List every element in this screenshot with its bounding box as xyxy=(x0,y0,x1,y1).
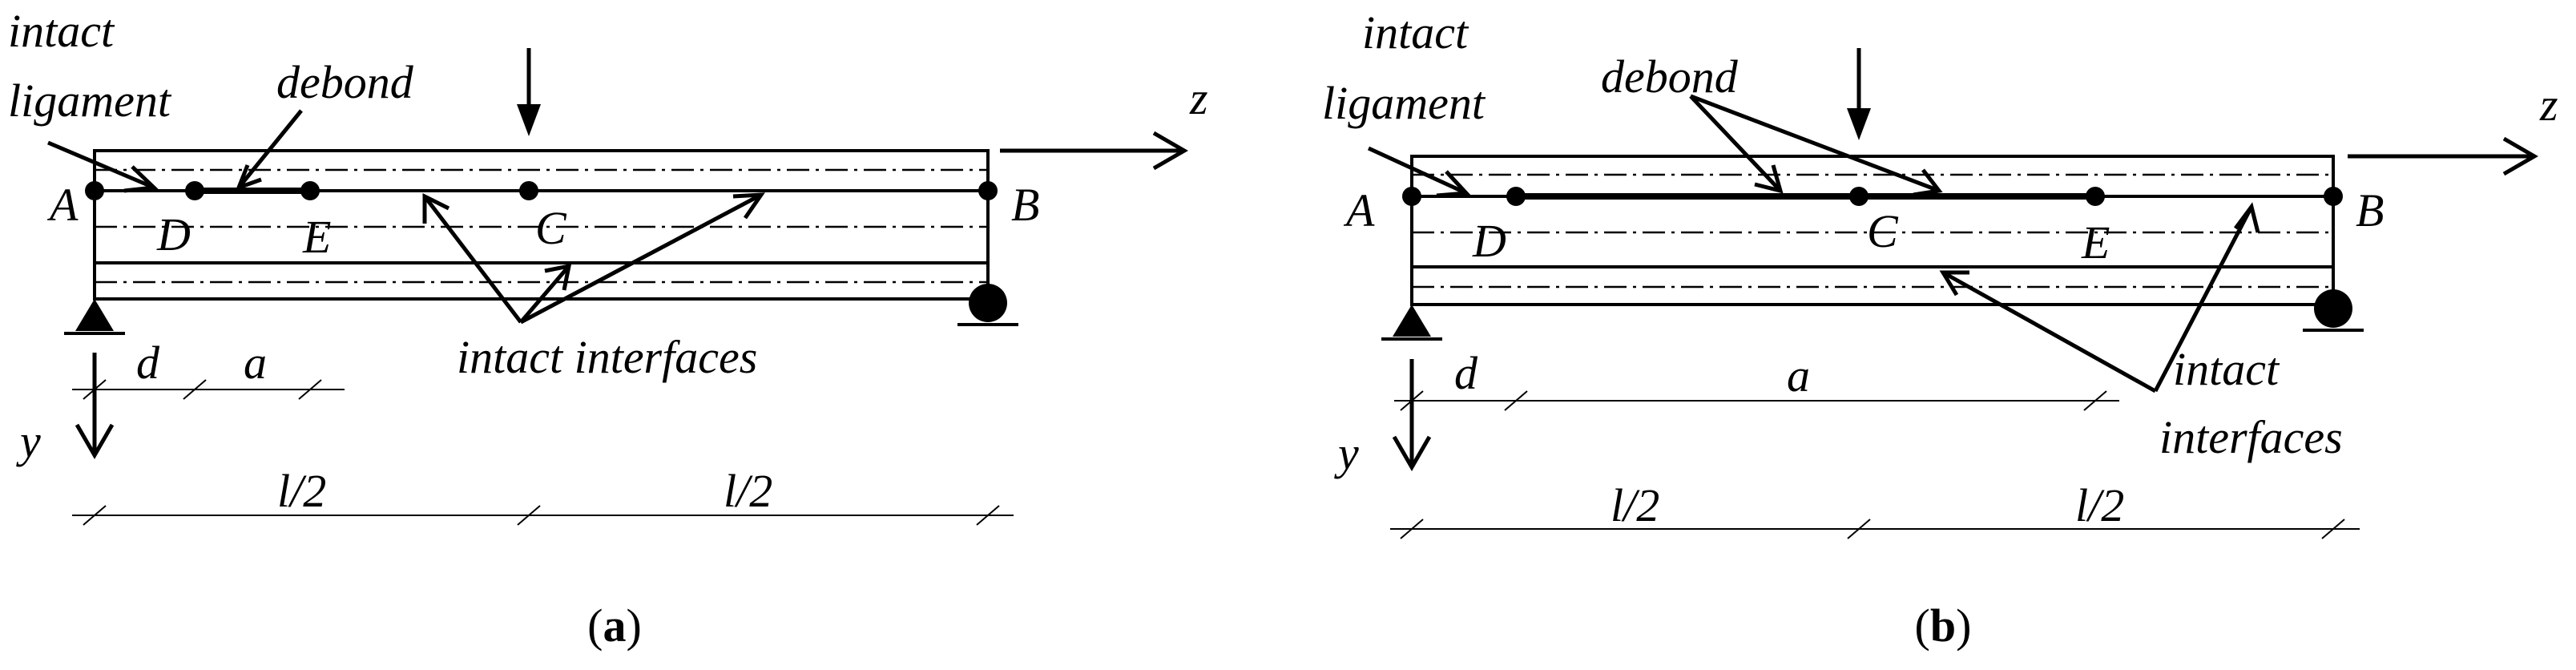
roller-support-b xyxy=(2314,289,2352,328)
tick-l-end-b xyxy=(2321,519,2345,539)
interface-leader-1-head-a xyxy=(422,192,450,224)
label-y-b: y xyxy=(1334,427,1359,479)
ligament-leader-head-b xyxy=(1436,170,1471,198)
interface-leader-1-a xyxy=(423,195,522,324)
debond-leader-2-head-b xyxy=(1913,168,1943,197)
debond-leader-2-b xyxy=(1690,94,1940,193)
pin-support-a xyxy=(75,299,114,331)
label-dim-a-a: a xyxy=(244,337,267,389)
label-intact-interfaces-2-b: interfaces xyxy=(2159,411,2343,463)
point-b-dot xyxy=(978,181,998,200)
y-axis-arrowhead-a xyxy=(75,423,115,459)
point-e-dot xyxy=(300,181,320,200)
label-half-left-a: l/2 xyxy=(277,465,326,517)
debond-leader-1-b xyxy=(1689,95,1782,192)
label-point-c-b: C xyxy=(1867,205,1899,257)
label-ligament-b: ligament xyxy=(1322,77,1486,129)
tick-d-start-a xyxy=(83,379,107,400)
debond-leader-1-head-b xyxy=(1754,164,1784,194)
point-c-dot xyxy=(519,181,538,200)
point-b-dot-b xyxy=(2324,187,2343,206)
label-point-b-a: B xyxy=(1011,179,1039,231)
label-debond-a: debond xyxy=(276,56,414,108)
point-c-dot-b xyxy=(1849,187,1869,206)
label-half-left-b: l/2 xyxy=(1611,479,1659,531)
debond-leader-a xyxy=(237,109,303,189)
load-arrowhead-a xyxy=(517,104,541,136)
label-point-e-b: E xyxy=(2081,216,2110,268)
label-point-e-a: E xyxy=(302,211,331,263)
tick-d-start-b xyxy=(1400,390,1424,411)
label-y-a: y xyxy=(16,415,41,467)
label-z-a: z xyxy=(1189,72,1208,124)
label-point-d-b: D xyxy=(1472,215,1506,267)
label-dim-a-b: a xyxy=(1787,349,1810,402)
z-axis-arrowhead-a xyxy=(1152,131,1188,171)
label-dim-d-b: d xyxy=(1454,347,1478,399)
label-point-c-a: C xyxy=(535,202,567,254)
interface-leader-3-head-a xyxy=(732,192,765,220)
label-intact-a: intact xyxy=(8,5,115,57)
caption-b: (b) xyxy=(1915,599,1972,652)
tick-l-start-b xyxy=(1400,519,1424,539)
tick-l-mid-b xyxy=(1847,519,1871,539)
load-arrowhead-b xyxy=(1847,108,1871,140)
label-point-a-b: A xyxy=(1343,184,1375,236)
beam-b xyxy=(1410,155,2335,306)
ligament-leader-a xyxy=(47,140,155,190)
interface-leader-1-head-b xyxy=(1939,270,1969,297)
tick-l-start-a xyxy=(83,505,107,526)
label-ligament-a: ligament xyxy=(8,75,172,127)
roller-support-a xyxy=(969,284,1007,322)
label-point-d-a: D xyxy=(156,208,191,260)
ligament-leader-b xyxy=(1367,146,1468,196)
interface-leader-2-head-a xyxy=(544,263,572,291)
label-z-b: z xyxy=(2539,79,2558,131)
interface-leader-2-b xyxy=(2153,205,2254,393)
panel-b: intact ligament debond z A B D C E intac… xyxy=(1322,6,2558,652)
label-intact-interfaces-a: intact interfaces xyxy=(457,331,757,383)
interface-leader-2-head-b xyxy=(2233,202,2260,233)
point-d-dot xyxy=(185,181,204,200)
label-point-a-a: A xyxy=(46,179,79,231)
interface-leader-2-a xyxy=(519,264,570,324)
label-debond-b: debond xyxy=(1601,50,1739,103)
ligament-leader-head-a xyxy=(123,165,159,193)
pin-support-b xyxy=(1393,305,1431,337)
label-half-right-b: l/2 xyxy=(2075,479,2124,531)
label-dim-d-a: d xyxy=(136,337,160,389)
label-intact-b: intact xyxy=(1362,6,1469,59)
label-half-right-a: l/2 xyxy=(724,465,772,517)
point-a-dot-b xyxy=(1402,187,1421,206)
point-e-dot-b xyxy=(2086,187,2105,206)
interface-leader-1-b xyxy=(1941,270,2157,394)
label-point-b-b: B xyxy=(2356,184,2384,236)
tick-l-mid-a xyxy=(517,505,541,526)
interface-leader-3-a xyxy=(519,192,763,325)
point-a-dot xyxy=(85,181,104,200)
z-axis-arrowhead-b xyxy=(2502,136,2538,176)
tick-a-end-b xyxy=(2083,390,2107,411)
tick-a-end-a xyxy=(298,379,322,400)
label-intact-interfaces-1-b: intact xyxy=(2173,343,2280,395)
tick-l-end-a xyxy=(976,505,1000,526)
caption-a: (a) xyxy=(587,599,642,652)
tick-d-end-a xyxy=(183,379,207,400)
panel-a: intact ligament debond z A B D E C intac… xyxy=(8,5,1208,652)
y-axis-arrowhead-b xyxy=(1392,435,1432,471)
tick-d-end-b xyxy=(1504,390,1528,411)
point-d-dot-b xyxy=(1506,187,1526,206)
debond-leader-head-a xyxy=(235,164,262,192)
